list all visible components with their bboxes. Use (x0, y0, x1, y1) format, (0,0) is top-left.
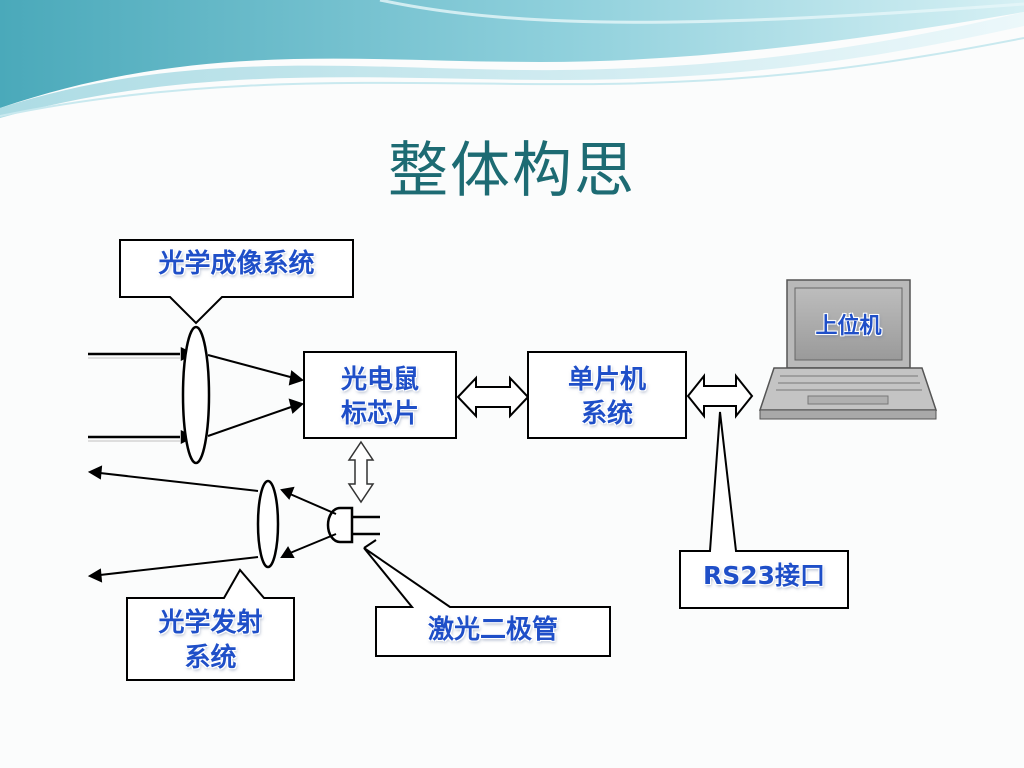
laptop-icon (758, 279, 938, 420)
rs232-label: RS23接口 (702, 561, 826, 590)
converging-rays (207, 354, 305, 437)
mcu-label-line2: 系统 (580, 399, 633, 429)
imaging-system-callout-box (119, 239, 354, 325)
mouse-chip-label-line2: 标芯片 (340, 399, 419, 429)
mouse-chip-box (303, 351, 457, 439)
mcu-box (527, 351, 687, 439)
incoming-light-arrows (88, 346, 195, 445)
laser-diode-callout-box (363, 547, 611, 657)
emission-system-label-line1: 光学发射 (158, 608, 263, 638)
laser-callout-pointer (363, 539, 377, 549)
header-wave-decoration (0, 0, 1024, 118)
emission-system-callout-box (126, 568, 295, 681)
rs232-callout-box (679, 411, 849, 609)
page-title: 整体构思 (388, 136, 636, 206)
imaging-system-label: 光学成像系统 (158, 249, 315, 279)
laser-diode-icon (326, 506, 380, 544)
outgoing-light-arrows (87, 465, 259, 583)
chip-mcu-double-arrow (456, 375, 530, 419)
mouse-chip-label-line1: 光电鼠 (340, 365, 419, 395)
laser-diode-label: 激光二极管 (427, 615, 558, 645)
imaging-lens (181, 325, 211, 465)
emission-lens (256, 479, 280, 569)
mcu-label-line1: 单片机 (567, 365, 646, 395)
diverging-rays-to-lens (280, 486, 337, 558)
chip-laser-double-arrow (347, 440, 375, 504)
mcu-host-double-arrow (686, 373, 754, 419)
host-label: 上位机 (815, 314, 882, 339)
emission-system-label-line2: 系统 (184, 643, 237, 673)
